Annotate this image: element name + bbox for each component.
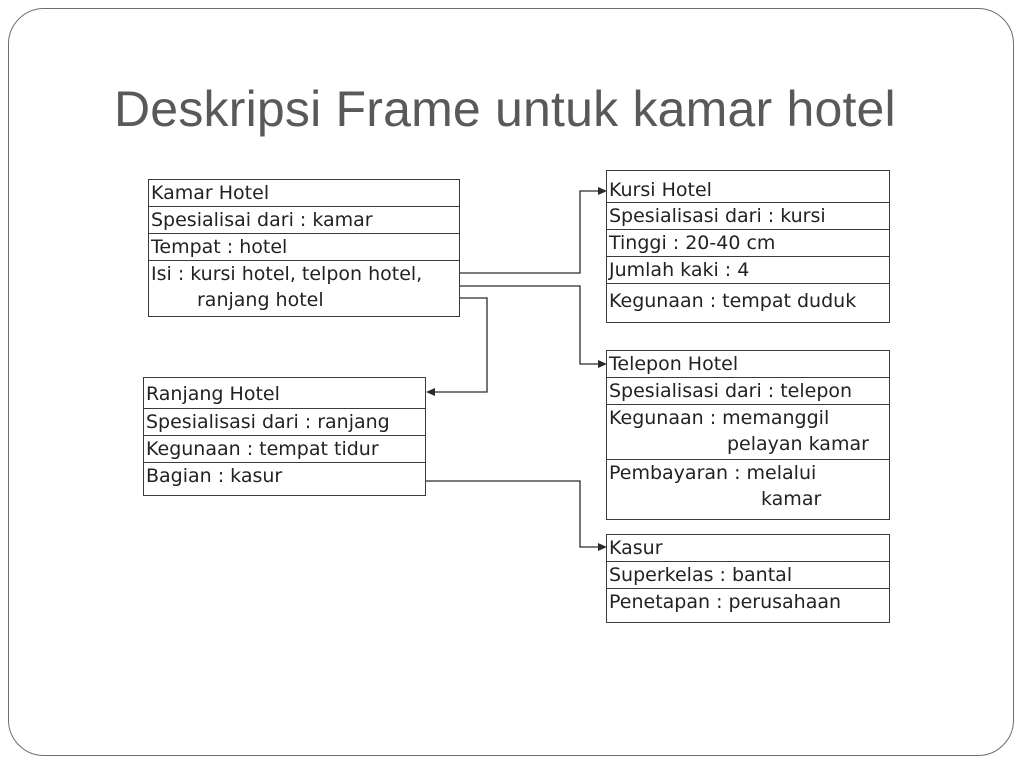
- slot-pembayaran-line1: Pembayaran : melalui: [609, 462, 817, 484]
- slot-jumlah-kaki: Jumlah kaki : 4: [607, 257, 889, 284]
- slot-isi: Isi : kursi hotel, telpon hotel, ranjang…: [149, 261, 459, 316]
- slot-penetapan: Penetapan : perusahaan: [609, 591, 842, 613]
- frame-title-ranjang-hotel: Ranjang Hotel: [144, 378, 425, 409]
- slide-title: Deskripsi Frame untuk kamar hotel: [114, 81, 896, 137]
- frame-kasur: Kasur Superkelas : bantal Penetapan : pe…: [606, 534, 890, 623]
- slot-spesialisasi: Spesialisasi dari : kursi: [607, 203, 889, 230]
- slot-spesialisasi: Spesialisai dari : kamar: [149, 207, 459, 234]
- slot-isi-line1: Isi : kursi hotel, telpon hotel,: [151, 263, 423, 285]
- slot-kegunaan: Kegunaan : memanggil pelayan kamar: [607, 405, 889, 460]
- frame-title-kamar-hotel: Kamar Hotel: [149, 180, 459, 207]
- slot-spesialisasi: Spesialisasi dari : ranjang: [144, 409, 425, 436]
- slot-pembayaran-line2: kamar: [761, 488, 822, 510]
- frame-kursi-hotel: Kursi Hotel Spesialisasi dari : kursi Ti…: [606, 170, 890, 323]
- slot-isi-line2: ranjang hotel: [197, 289, 324, 311]
- slot-kegunaan-line2: pelayan kamar: [727, 433, 869, 455]
- frame-telepon-hotel: Telepon Hotel Spesialisasi dari : telepo…: [606, 350, 890, 520]
- frame-title-telepon-hotel: Telepon Hotel: [607, 351, 889, 378]
- slot-bagian: Bagian : kasur: [146, 465, 283, 487]
- slot-tinggi: Tinggi : 20-40 cm: [607, 230, 889, 257]
- slot-kegunaan: Kegunaan : tempat duduk: [609, 290, 857, 312]
- slot-superkelas: Superkelas : bantal: [607, 562, 889, 589]
- slot-kegunaan-line1: Kegunaan : memanggil: [609, 407, 830, 429]
- slot-pembayaran: Pembayaran : melalui kamar: [607, 460, 889, 519]
- frame-title-kursi-hotel: Kursi Hotel: [607, 171, 889, 203]
- frame-kamar-hotel: Kamar Hotel Spesialisai dari : kamar Tem…: [148, 179, 460, 317]
- frame-title-kasur: Kasur: [607, 535, 889, 562]
- frame-ranjang-hotel: Ranjang Hotel Spesialisasi dari : ranjan…: [143, 377, 426, 496]
- slot-spesialisasi: Spesialisasi dari : telepon: [607, 378, 889, 405]
- slot-kegunaan: Kegunaan : tempat tidur: [144, 436, 425, 463]
- slot-tempat: Tempat : hotel: [149, 234, 459, 261]
